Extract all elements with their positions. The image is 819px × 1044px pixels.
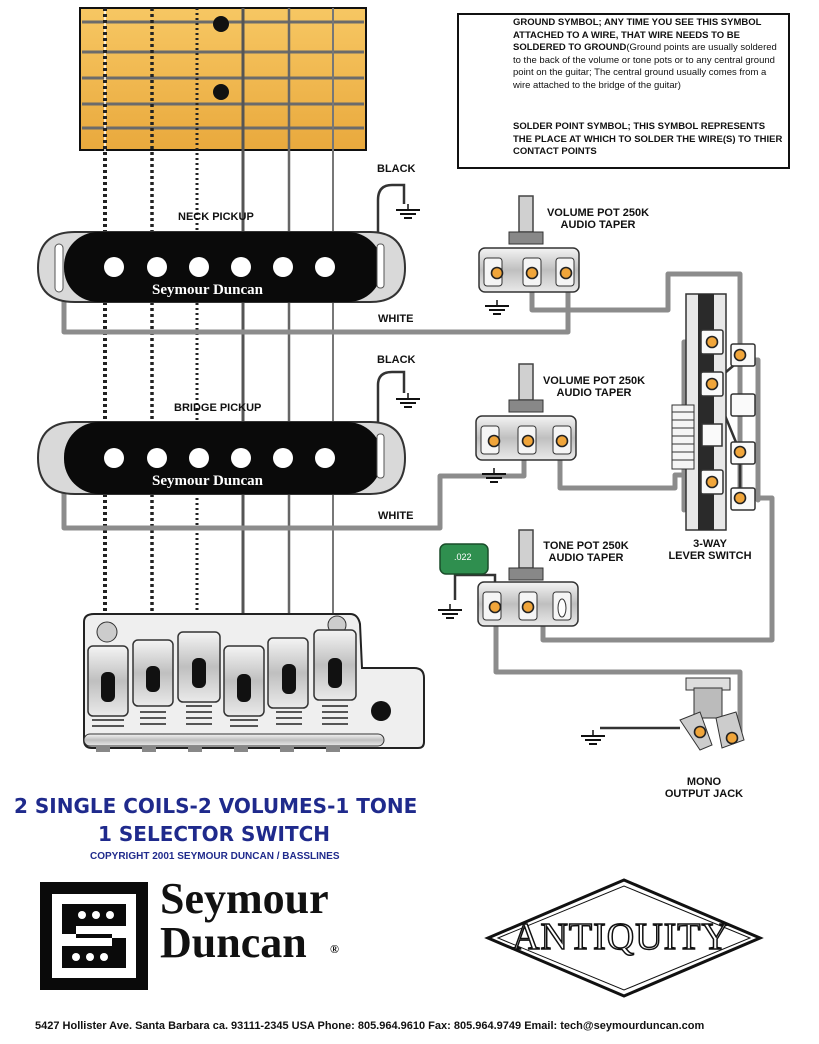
- strings: [103, 8, 334, 690]
- ground-icon: [481, 467, 507, 483]
- white-wire-label-1: WHITE: [378, 313, 414, 325]
- ground-icon: [395, 203, 421, 219]
- ground-icon: [484, 299, 510, 315]
- bridge-pickup-label: BRIDGE PICKUP: [174, 402, 262, 414]
- antiquity-wordmark: ANTIQUITY: [511, 915, 730, 959]
- copyright-text: COPYRIGHT 2001 SEYMOUR DUNCAN / BASSLINE…: [90, 851, 340, 862]
- registered-mark: ®: [330, 942, 339, 956]
- neck-pickup-brand: Seymour Duncan: [152, 282, 263, 298]
- ground-icon: [395, 392, 421, 408]
- antiquity-logo: [484, 878, 764, 998]
- white-wire-label-2: WHITE: [378, 510, 414, 522]
- ground-symbol-legend: GROUND SYMBOL; ANY TIME YOU SEE THIS SYM…: [513, 17, 777, 91]
- diagram-title-line1: 2 SINGLE COILS-2 VOLUMES-1 TONE: [14, 794, 418, 818]
- ground-icon: [437, 603, 463, 619]
- ground-icon: [580, 729, 606, 745]
- black-wire-label-2: BLACK: [377, 354, 416, 366]
- bridge-pickup: [36, 421, 407, 495]
- black-wire-label-1: BLACK: [377, 163, 416, 175]
- capacitor-value: .022: [454, 552, 472, 562]
- legend-box: [457, 13, 790, 169]
- bridge: [83, 613, 425, 752]
- solder-symbol-legend: SOLDER POINT SYMBOL; THIS SYMBOL REPRESE…: [513, 121, 783, 157]
- seymour-duncan-logo: [40, 882, 148, 990]
- footer-address: 5427 Hollister Ave. Santa Barbara ca. 93…: [35, 1020, 705, 1032]
- seymour-wordmark: Seymour: [160, 874, 329, 923]
- capacitor: [439, 543, 489, 575]
- diagram-title-line2: 1 SELECTOR SWITCH: [98, 822, 331, 846]
- duncan-wordmark: Duncan: [160, 918, 307, 967]
- neck-pickup: [36, 231, 407, 303]
- neck-pickup-label: NECK PICKUP: [178, 211, 254, 223]
- bridge-pickup-brand: Seymour Duncan: [152, 473, 263, 489]
- fretboard: [79, 7, 367, 151]
